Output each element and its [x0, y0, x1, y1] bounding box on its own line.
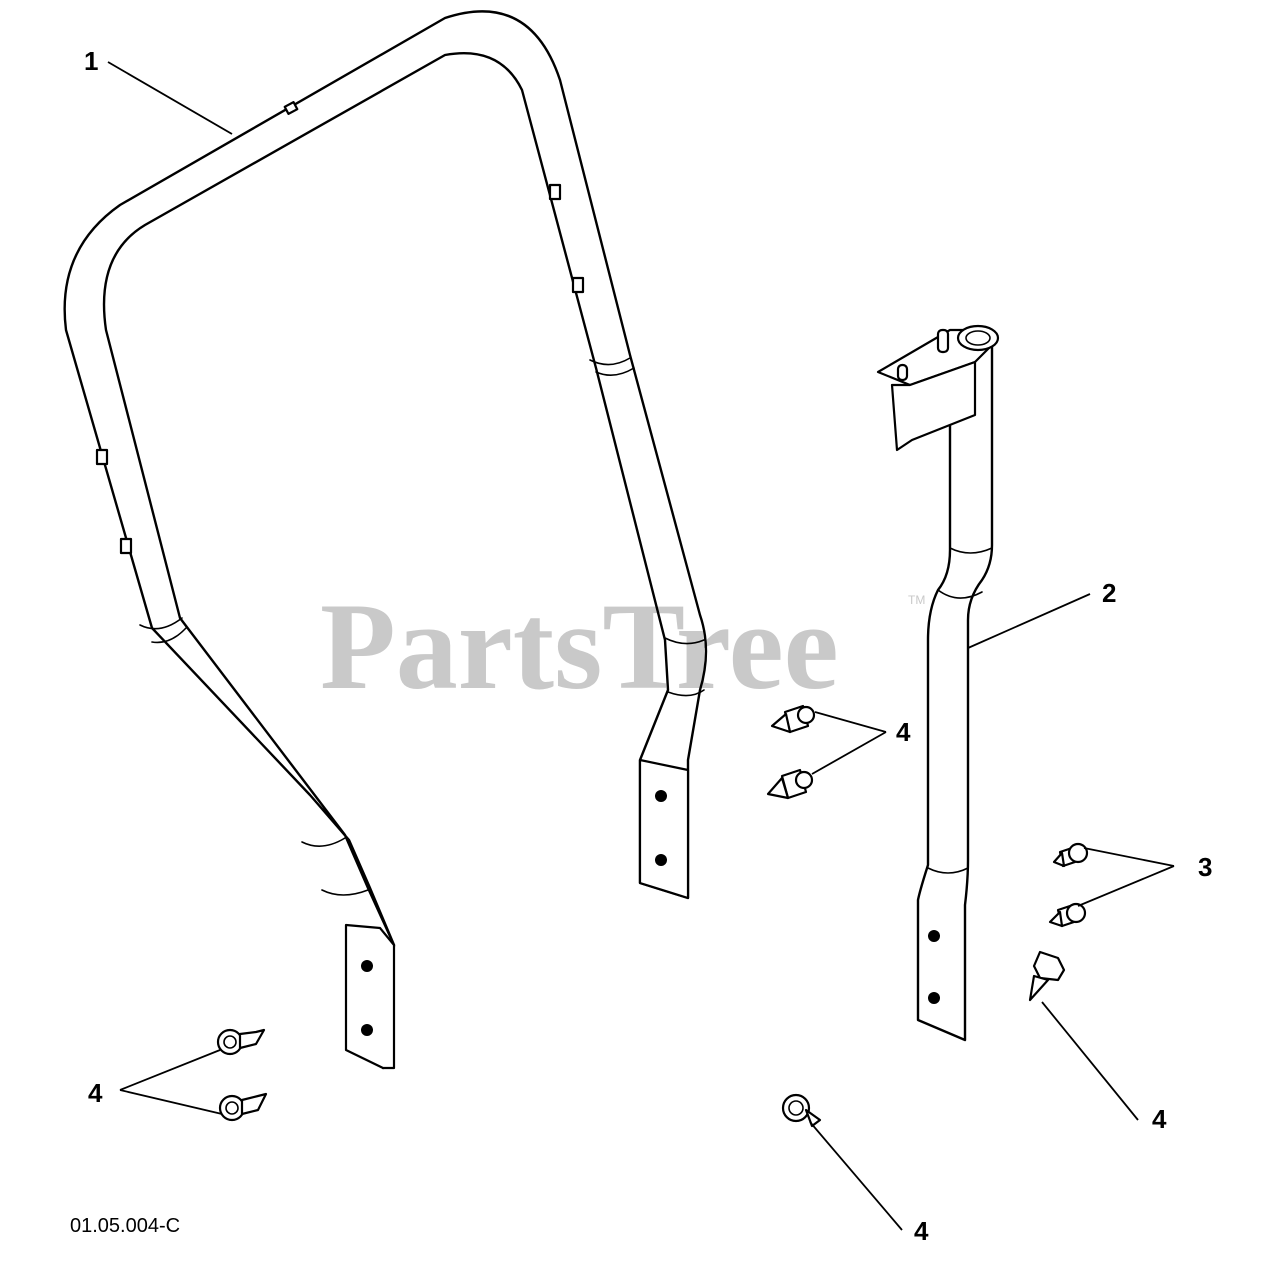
watermark-tm: TM [908, 593, 925, 607]
leader-lines [107, 61, 1175, 1231]
callout-3: 3 [1198, 852, 1212, 882]
watermark: PartsTree TM [320, 578, 925, 715]
callout-4: 4 [914, 1216, 929, 1246]
bolt-hole [361, 960, 373, 972]
bolt [216, 1028, 266, 1056]
clip-tab [283, 101, 299, 115]
callout-1: 1 [84, 46, 98, 76]
callout-4: 4 [88, 1078, 103, 1108]
bolt [1028, 950, 1066, 1002]
clip-tab [119, 537, 133, 555]
bolt-hole [655, 854, 667, 866]
callout-4: 4 [1152, 1104, 1167, 1134]
post-socket [956, 324, 1000, 352]
bolt [1048, 902, 1087, 928]
bolt-hole [361, 1024, 373, 1036]
bolt [770, 704, 816, 734]
clip-tab [95, 448, 109, 466]
bolt-hole [655, 790, 667, 802]
right-foot-bracket [638, 758, 690, 900]
bolt [218, 1092, 268, 1122]
clip-tab [571, 276, 585, 294]
diagram-code: 01.05.004-C [70, 1215, 180, 1237]
callout-4: 4 [896, 717, 911, 747]
part-bolts-3[interactable] [1048, 842, 1089, 928]
bolt [766, 768, 814, 800]
left-foot-bracket [344, 923, 396, 1070]
part-roll-bar-hoop[interactable] [63, 10, 708, 1070]
watermark-text: PartsTree [320, 578, 839, 715]
post-pin [896, 363, 909, 382]
callout-2: 2 [1102, 578, 1116, 608]
bolt-hole [928, 992, 940, 1004]
bolt [781, 1093, 822, 1128]
post-pin [936, 328, 950, 354]
part-bolts-4[interactable] [216, 704, 1066, 1128]
clip-tab [548, 183, 562, 201]
bolt-hole [928, 930, 940, 942]
part-upright-post[interactable] [876, 324, 1000, 1042]
bolt [1052, 842, 1089, 868]
top-bracket [890, 360, 977, 452]
